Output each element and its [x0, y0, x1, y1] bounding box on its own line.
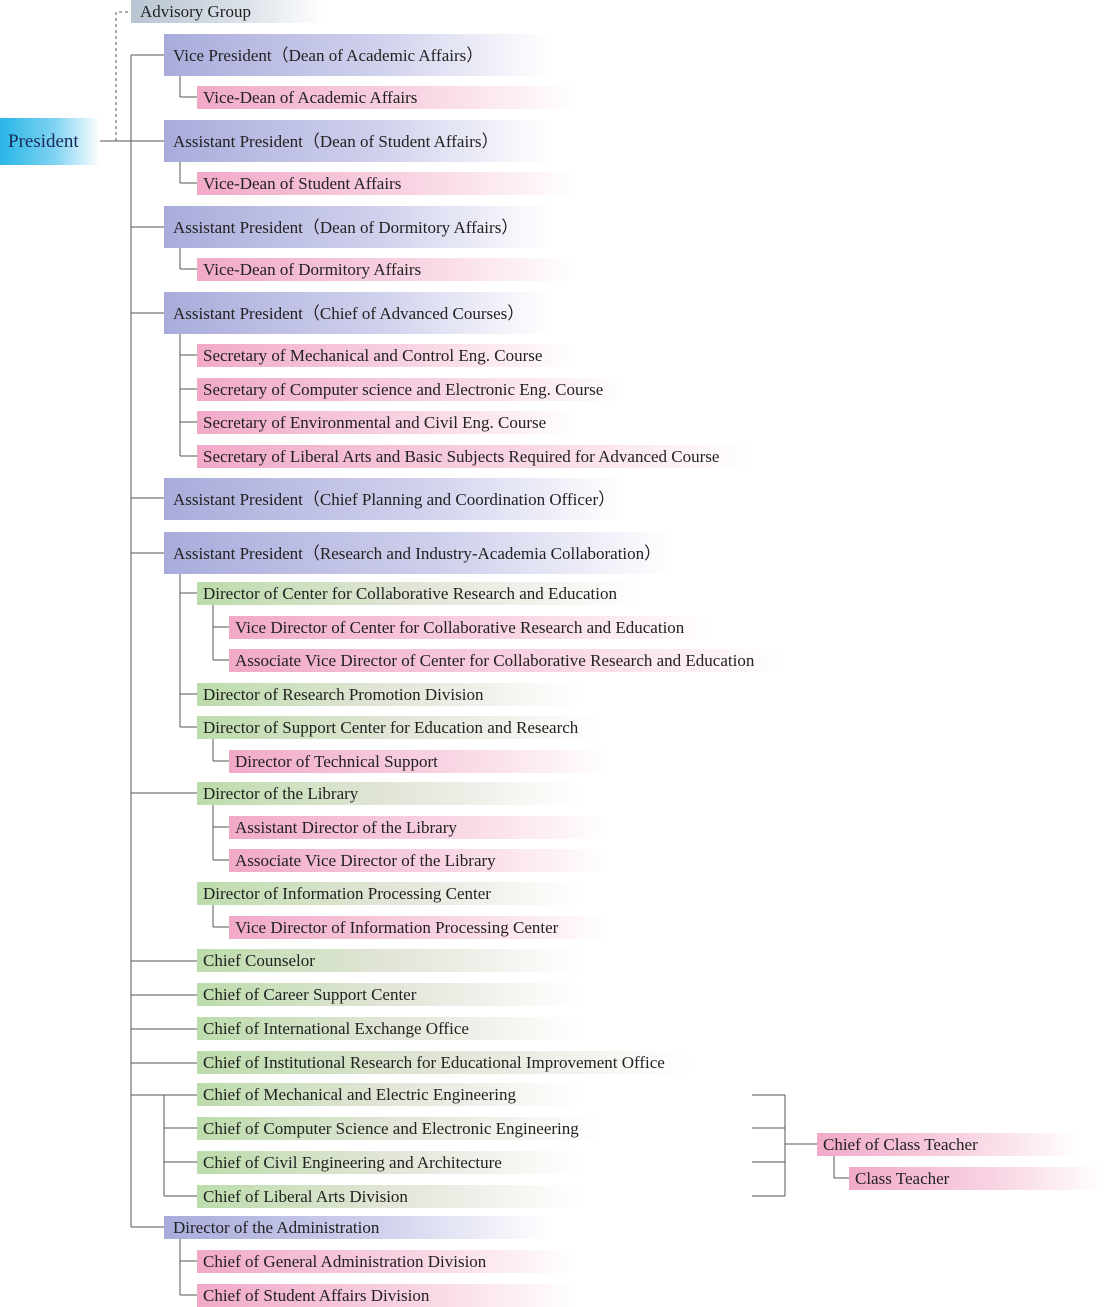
node-sec-env: Secretary of Environmental and Civil Eng…	[197, 411, 577, 434]
node-vd-student: Vice-Dean of Student Affairs	[197, 172, 577, 195]
node-chief-career: Chief of Career Support Center	[197, 983, 582, 1006]
node-dir-library: Director of the Library	[197, 782, 582, 805]
node-chief-student: Chief of Student Affairs Division	[197, 1284, 577, 1307]
node-advisory-group: Advisory Group	[131, 0, 326, 23]
node-vd-dormitory: Vice-Dean of Dormitory Affairs	[197, 258, 577, 281]
node-vdir-ipc: Vice Director of Information Processing …	[229, 916, 609, 939]
node-chief-general: Chief of General Administration Division	[197, 1250, 577, 1273]
node-sec-liberal: Secretary of Liberal Arts and Basic Subj…	[197, 445, 752, 468]
node-dir-support: Director of Support Center for Education…	[197, 716, 602, 739]
node-chief-counselor: Chief Counselor	[197, 949, 582, 972]
node-chief-mech: Chief of Mechanical and Electric Enginee…	[197, 1083, 582, 1106]
node-dir-ipc: Director of Information Processing Cente…	[197, 882, 582, 905]
node-dir-admin: Director of the Administration	[164, 1216, 550, 1239]
node-ap-advanced: Assistant President（Chief of Advanced Co…	[164, 292, 550, 334]
node-ap-research: Assistant President（Research and Industr…	[164, 532, 674, 574]
node-vp-academic: Vice President（Dean of Academic Affairs）	[164, 34, 550, 76]
node-dir-tech: Director of Technical Support	[229, 750, 609, 773]
node-ap-dormitory: Assistant President（Dean of Dormitory Af…	[164, 206, 550, 248]
node-chief-liberal: Chief of Liberal Arts Division	[197, 1185, 582, 1208]
node-chief-ir: Chief of Institutional Research for Educ…	[197, 1051, 693, 1074]
node-chief-civil: Chief of Civil Engineering and Architect…	[197, 1151, 582, 1174]
node-chief-class-teacher: Chief of Class Teacher	[817, 1133, 1080, 1156]
node-dir-ccre: Director of Center for Collaborative Res…	[197, 582, 643, 605]
advisory-dashed-link	[115, 11, 131, 141]
node-adir-library: Assistant Director of the Library	[229, 816, 609, 839]
node-vdir-ccre: Vice Director of Center for Collaborativ…	[229, 616, 713, 639]
node-sec-mech: Secretary of Mechanical and Control Eng.…	[197, 344, 577, 367]
node-sec-cs: Secretary of Computer science and Electr…	[197, 378, 627, 401]
node-ap-planning: Assistant President（Chief Planning and C…	[164, 478, 624, 520]
node-avdir-library: Associate Vice Director of the Library	[229, 849, 609, 872]
node-dir-rpd: Director of Research Promotion Division	[197, 683, 582, 706]
node-chief-cs: Chief of Computer Science and Electronic…	[197, 1117, 602, 1140]
node-vd-academic: Vice-Dean of Academic Affairs	[197, 86, 577, 109]
node-chief-intl: Chief of International Exchange Office	[197, 1017, 582, 1040]
node-avdir-ccre: Associate Vice Director of Center for Co…	[229, 649, 785, 672]
node-class-teacher: Class Teacher	[849, 1167, 1104, 1190]
node-ap-student: Assistant President（Dean of Student Affa…	[164, 120, 550, 162]
node-president: President	[0, 118, 100, 165]
